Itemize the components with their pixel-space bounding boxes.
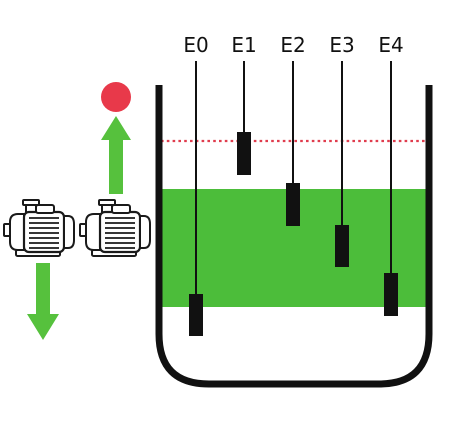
- electrode-e2: E2: [280, 33, 306, 226]
- electrode-label: E2: [280, 33, 305, 57]
- electrode-label: E1: [231, 33, 256, 57]
- electrode-e4: E4: [378, 33, 404, 316]
- pump-icon: [78, 198, 152, 258]
- electrode-e3: E3: [329, 33, 355, 267]
- electrode-label: E0: [183, 33, 208, 57]
- electrode-probe: [335, 225, 349, 267]
- electrode-probe: [237, 132, 251, 175]
- electrode-label: E3: [329, 33, 354, 57]
- red-indicator-dot: [101, 82, 131, 112]
- electrode-e1: E1: [231, 33, 257, 175]
- pump-icon: [2, 198, 76, 258]
- electrode-probe: [384, 273, 398, 316]
- electrode-label: E4: [378, 33, 403, 57]
- electrode-probe: [189, 294, 203, 336]
- electrode-e0: E0: [183, 33, 209, 336]
- tank-outline: [155, 85, 433, 388]
- electrode-probe: [286, 183, 300, 226]
- arrow-down-icon: [27, 263, 59, 340]
- arrow-up-icon: [101, 116, 131, 194]
